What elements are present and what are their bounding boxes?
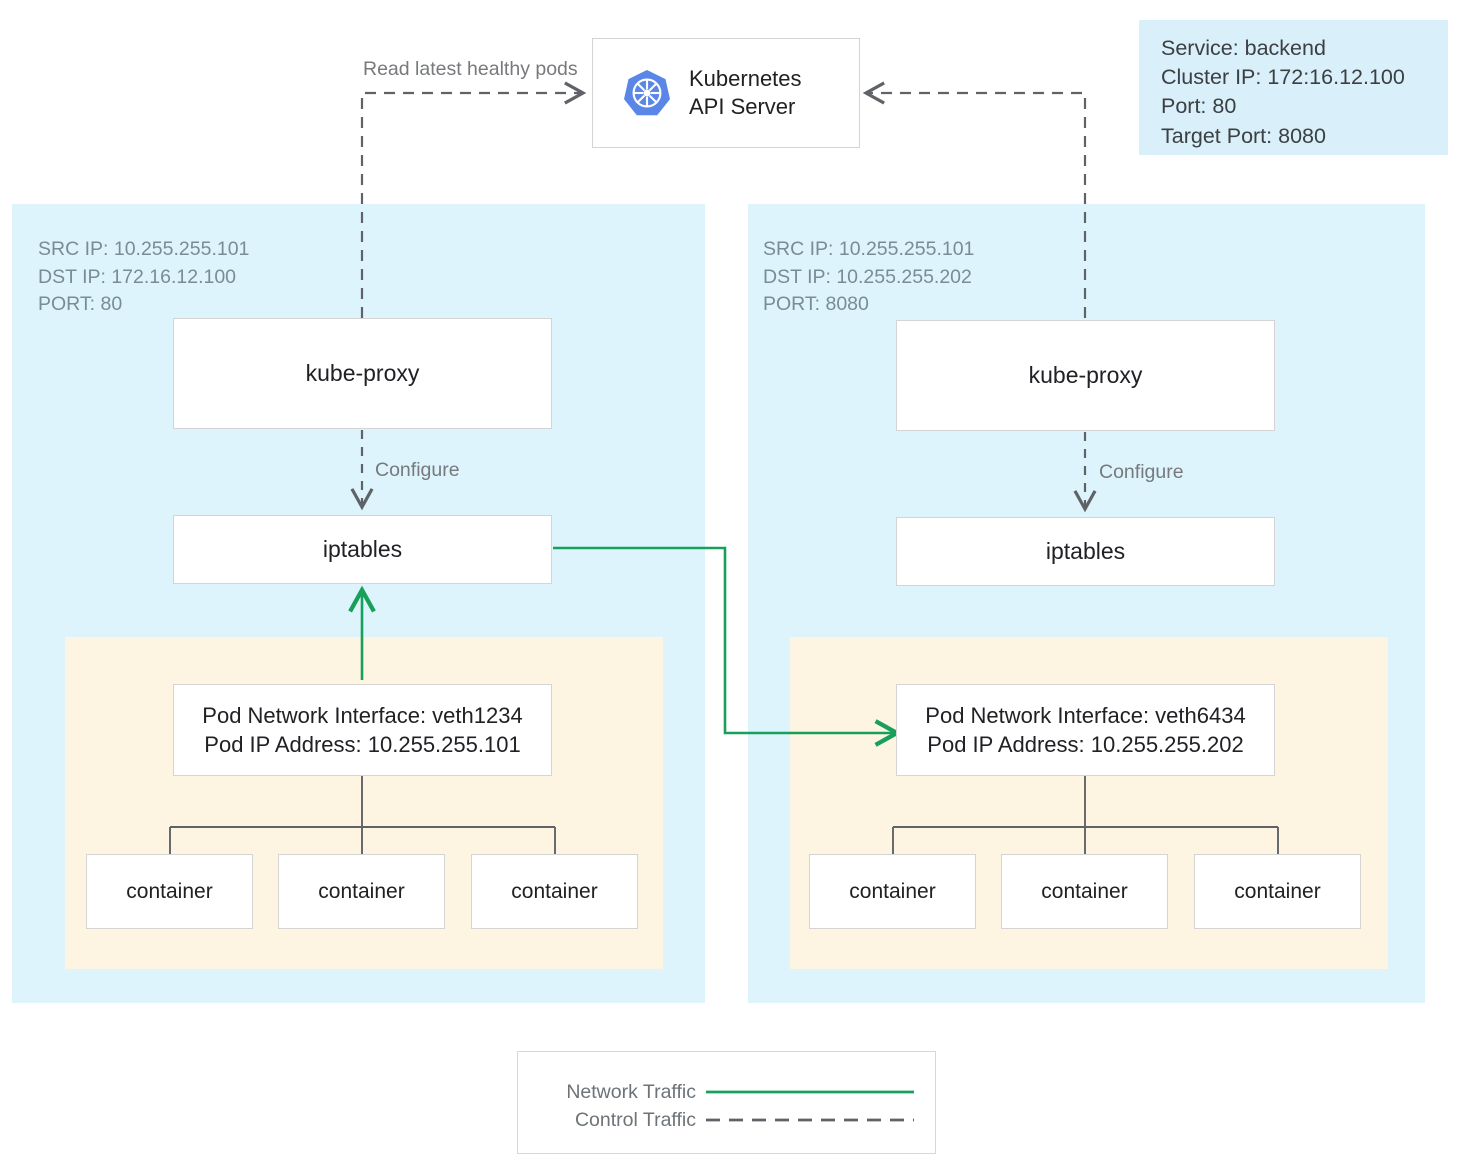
legend-label-control-traffic: Control Traffic [574,1109,696,1131]
control-edge-right [862,81,1087,318]
pod-interface-line: Pod Network Interface: veth1234 [202,702,523,728]
node-right-kube-proxy-box[interactable]: kube-proxy [896,320,1275,431]
service-info-callout: Service: backend Cluster IP: 172:16.12.1… [1139,20,1448,155]
pod-right-container-3[interactable]: container [1194,854,1361,929]
kube-proxy-label: kube-proxy [305,360,420,387]
legend-swatch-network-traffic [706,1090,914,1094]
container-label: container [1041,879,1128,903]
pod-interface-line: Pod Network Interface: veth6434 [925,702,1246,728]
container-label: container [1234,879,1321,903]
pod-left-container-1[interactable]: container [86,854,253,929]
kubernetes-logo-icon [621,67,673,119]
container-label: container [511,879,598,903]
configure-label-left: Configure [375,459,460,481]
iptables-label: iptables [322,536,403,563]
container-label: container [126,879,213,903]
service-target-port-line: Target Port: 8080 [1161,123,1326,148]
network-edge-iptables-to-right-pod [553,546,902,747]
pod-left-container-3[interactable]: container [471,854,638,929]
kube-proxy-label: kube-proxy [1028,362,1143,389]
pod-ip-line: Pod IP Address: 10.255.255.101 [204,732,521,757]
pod-right-container-1[interactable]: container [809,854,976,929]
pod-right-network-interface-box[interactable]: Pod Network Interface: veth6434 Pod IP A… [896,684,1275,776]
configure-label-right: Configure [1099,461,1184,483]
pod-right-container-2[interactable]: container [1001,854,1168,929]
container-label: container [849,879,936,903]
service-port-line: Port: 80 [1161,94,1237,119]
read-latest-healthy-pods-label: Read latest healthy pods [363,58,578,80]
legend-label-network-traffic: Network Traffic [566,1081,696,1103]
api-server-label: Kubernetes API Server [689,65,802,119]
node-left-kube-proxy-box[interactable]: kube-proxy [173,318,552,429]
pod-left-container-tree [169,736,556,854]
pod-left-network-interface-box[interactable]: Pod Network Interface: veth1234 Pod IP A… [173,684,552,776]
pod-right-container-tree [892,736,1279,854]
legend-swatch-control-traffic [706,1118,914,1122]
pod-left-container-2[interactable]: container [278,854,445,929]
control-edge-left [360,81,587,318]
kubernetes-api-server-box[interactable]: Kubernetes API Server [592,38,860,148]
iptables-label: iptables [1045,538,1126,565]
pod-ip-line: Pod IP Address: 10.255.255.202 [927,732,1244,757]
service-cluster-ip-line: Cluster IP: 172:16.12.100 [1161,65,1405,90]
node-right-iptables-box[interactable]: iptables [896,517,1275,586]
service-name-line: Service: backend [1161,36,1326,60]
legend: Network Traffic Control Traffic [517,1051,936,1154]
container-label: container [318,879,405,903]
node-right-traffic-info: SRC IP: 10.255.255.101 DST IP: 10.255.25… [763,238,975,316]
node-left-iptables-box[interactable]: iptables [173,515,552,584]
node-left-traffic-info: SRC IP: 10.255.255.101 DST IP: 172.16.12… [38,238,250,316]
